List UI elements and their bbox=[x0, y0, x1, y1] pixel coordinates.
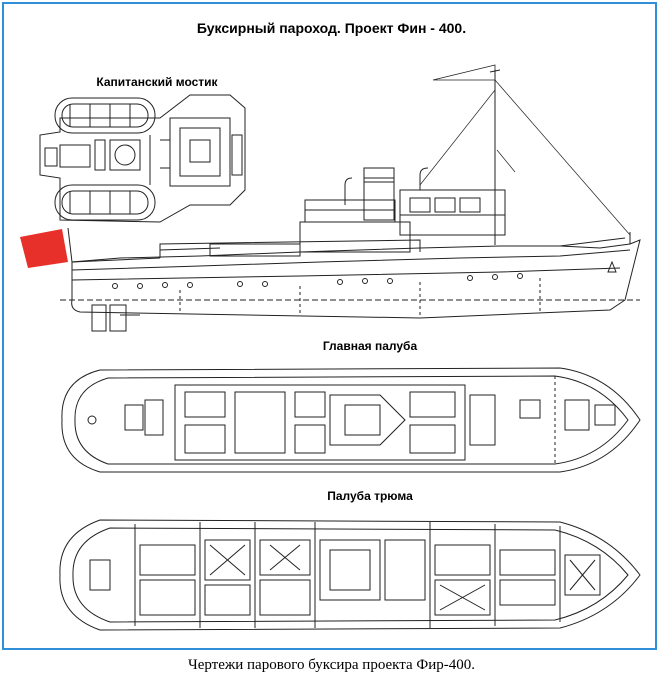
label-bridge: Капитанский мостик bbox=[96, 75, 218, 89]
main-deck-plan bbox=[62, 368, 640, 472]
figure-caption: Чертежи парового буксира проекта Фир-400… bbox=[187, 657, 476, 673]
flag-icon bbox=[20, 229, 68, 268]
hold-deck-plan bbox=[60, 520, 640, 630]
portholes bbox=[113, 274, 523, 289]
label-hold-deck: Палуба трюма bbox=[327, 489, 413, 503]
side-profile bbox=[60, 65, 640, 331]
label-main-deck: Главная палуба bbox=[322, 339, 418, 353]
drawing-frame bbox=[2, 2, 657, 650]
drawing-title: Буксирный пароход. Проект Фин - 400. bbox=[196, 20, 467, 36]
bridge-plan bbox=[40, 95, 245, 222]
